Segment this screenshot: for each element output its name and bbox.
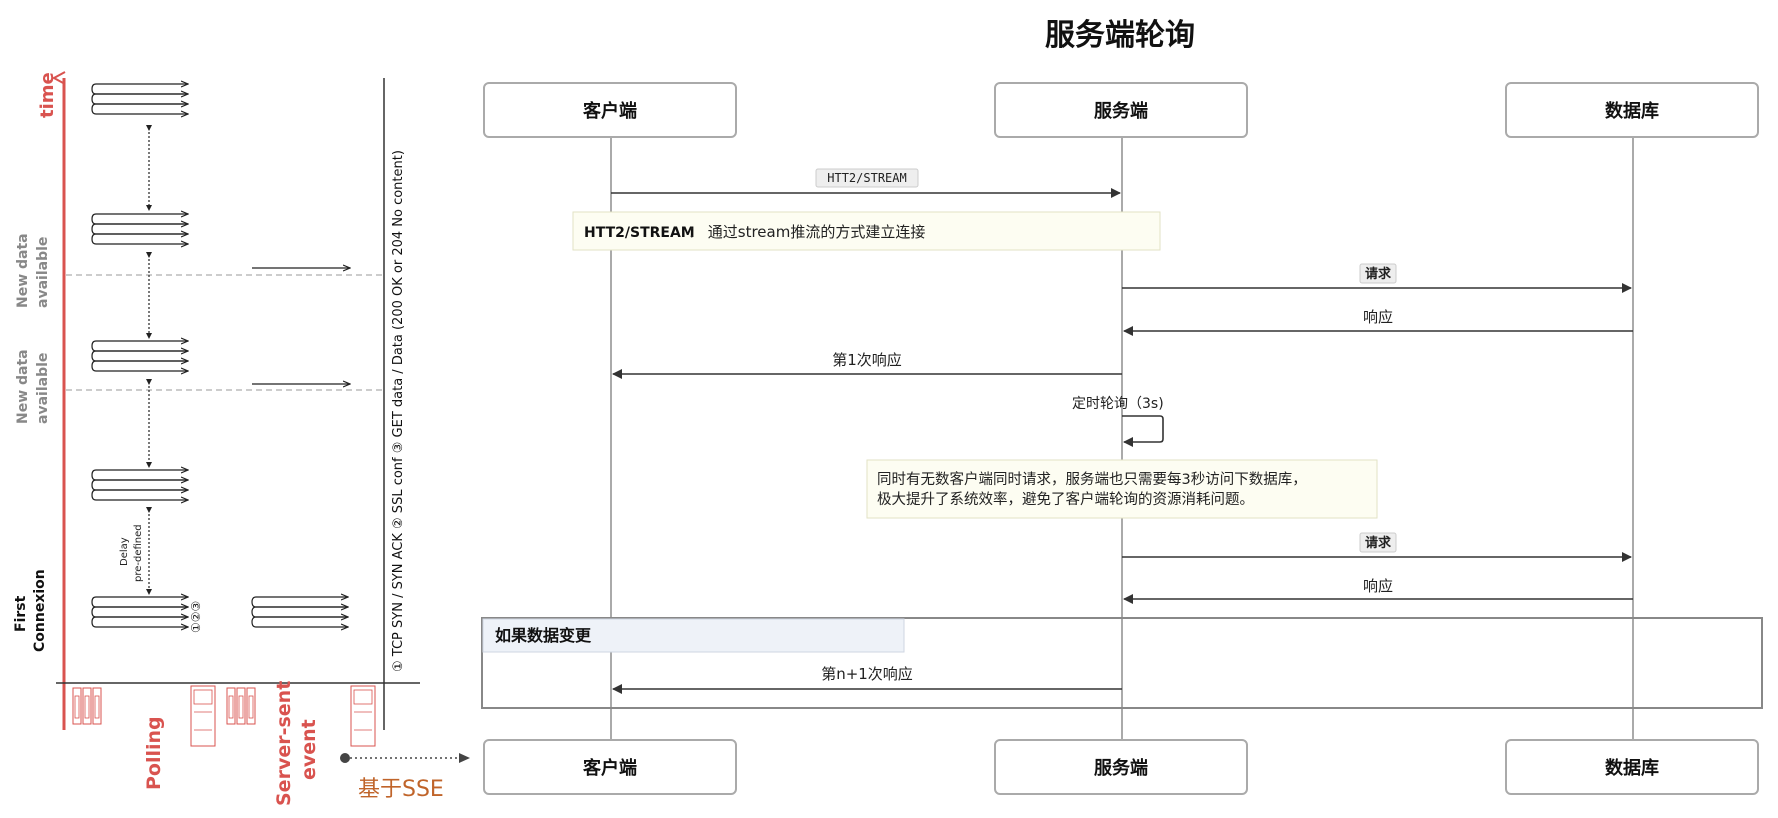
message-request-2-label: 请求 [1365, 535, 1392, 551]
polling-label: Polling [143, 716, 165, 790]
note-poll-line2: 极大提升了系统效率，避免了客户端轮询的资源消耗问题。 [877, 491, 1254, 508]
message-stream-label: HTT2/STREAM [827, 171, 906, 185]
client-device-icon-1 [190, 685, 216, 747]
polling-request-2 [91, 214, 188, 244]
handshake-marks: ①②③ [189, 601, 203, 633]
participant-server-label-bottom: 服务端 [1094, 757, 1148, 779]
participant-client-label-bottom: 客户端 [583, 757, 637, 779]
new-data-label-1b: available [35, 237, 51, 308]
server-rack-icon-1 [72, 687, 102, 725]
note-poll-line1: 同时有无数客户端同时请求，服务端也只需要每3秒访问下数据库， [877, 471, 1307, 488]
server-rack-icon-2 [226, 687, 256, 725]
delay-label-2: pre-defined [133, 524, 144, 582]
note-stream-bold: HTT2/STREAM [584, 225, 695, 241]
polling-request-3 [91, 341, 188, 371]
new-data-label-2a: New data [15, 349, 31, 424]
diagram-title: 服务端轮询 [1045, 18, 1195, 53]
message-response-2-label: 响应 [1363, 577, 1393, 595]
note-poll: 同时有无数客户端同时请求，服务端也只需要每3秒访问下数据库， 极大提升了系统效率… [866, 459, 1378, 519]
sse-connect-request [251, 597, 348, 627]
message-request-1: 请求 [1122, 263, 1632, 293]
left-illustration: time New data available New data availab… [13, 72, 470, 806]
group-header [482, 618, 905, 653]
delay-label-1: Delay [119, 537, 130, 566]
server-icons [72, 685, 376, 747]
polling-request-4 [91, 470, 188, 500]
protocol-caption: ① TCP SYN / SYN ACK ② SSL conf ③ GET dat… [391, 150, 406, 672]
participant-database-label: 数据库 [1605, 100, 1659, 122]
sse-label-2: event [298, 719, 320, 780]
sse-label-1: Server-sent [273, 681, 295, 806]
participant-server-bottom: 服务端 [994, 739, 1248, 795]
time-label: time [37, 72, 58, 118]
message-response-1: 响应 [1123, 308, 1633, 336]
participant-database-bottom: 数据库 [1505, 739, 1759, 795]
participant-client-top: 客户端 [483, 82, 737, 138]
message-request-2: 请求 [1122, 532, 1632, 562]
message-self-poll: 定时轮询（3s) [1072, 396, 1164, 447]
first-connexion-label-1: First [13, 595, 29, 632]
sse-pointer-dot [340, 753, 350, 763]
message-request-1-label: 请求 [1365, 266, 1392, 282]
message-stream: HTT2/STREAM [611, 168, 1121, 198]
group-label: 如果数据变更 [495, 626, 592, 645]
participant-database-label-bottom: 数据库 [1605, 757, 1659, 779]
client-device-icon-2 [350, 685, 376, 747]
message-nth-response: 第n+1次响应 [612, 665, 1122, 694]
sequence-diagram: 服务端轮询 如果数据变更 客户端 服务端 数据库 客户端 服务端 [481, 18, 1763, 795]
new-data-label-2b: available [35, 353, 51, 424]
first-connexion-label-2: Connexion [32, 569, 48, 652]
participant-client-bottom: 客户端 [483, 739, 737, 795]
message-first-response-label: 第1次响应 [832, 351, 902, 369]
participant-database-top: 数据库 [1505, 82, 1759, 138]
participant-server-top: 服务端 [994, 82, 1248, 138]
participant-client-label: 客户端 [583, 100, 637, 122]
polling-request-groups [91, 84, 188, 627]
sse-caption: 基于SSE [358, 777, 444, 802]
message-self-poll-label: 定时轮询（3s) [1072, 396, 1164, 412]
polling-request-5 [91, 597, 188, 627]
group-frame [481, 617, 1763, 709]
message-first-response: 第1次响应 [612, 351, 1122, 379]
note-stream: HTT2/STREAM ： 通过stream推流的方式建立连接 [572, 211, 1161, 251]
note-stream-text: ： 通过stream推流的方式建立连接 [688, 223, 925, 241]
sse-event-arrows [251, 268, 350, 627]
message-nth-response-label: 第n+1次响应 [821, 665, 913, 683]
message-response-2: 响应 [1123, 577, 1633, 604]
new-data-label-1a: New data [15, 233, 31, 308]
message-response-1-label: 响应 [1363, 308, 1393, 326]
polling-request-1 [91, 84, 188, 114]
participant-server-label: 服务端 [1094, 100, 1148, 122]
